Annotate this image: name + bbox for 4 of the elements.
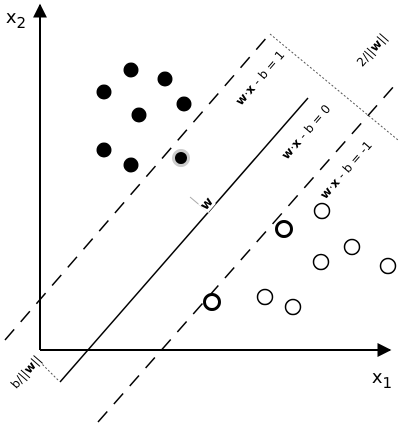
offset-label: b/||w|| — [8, 353, 44, 391]
vector-label: w — [198, 195, 216, 213]
equation-label: w·x - b = 1 — [233, 48, 287, 108]
margin-width-label: 2/||w|| — [354, 31, 390, 69]
